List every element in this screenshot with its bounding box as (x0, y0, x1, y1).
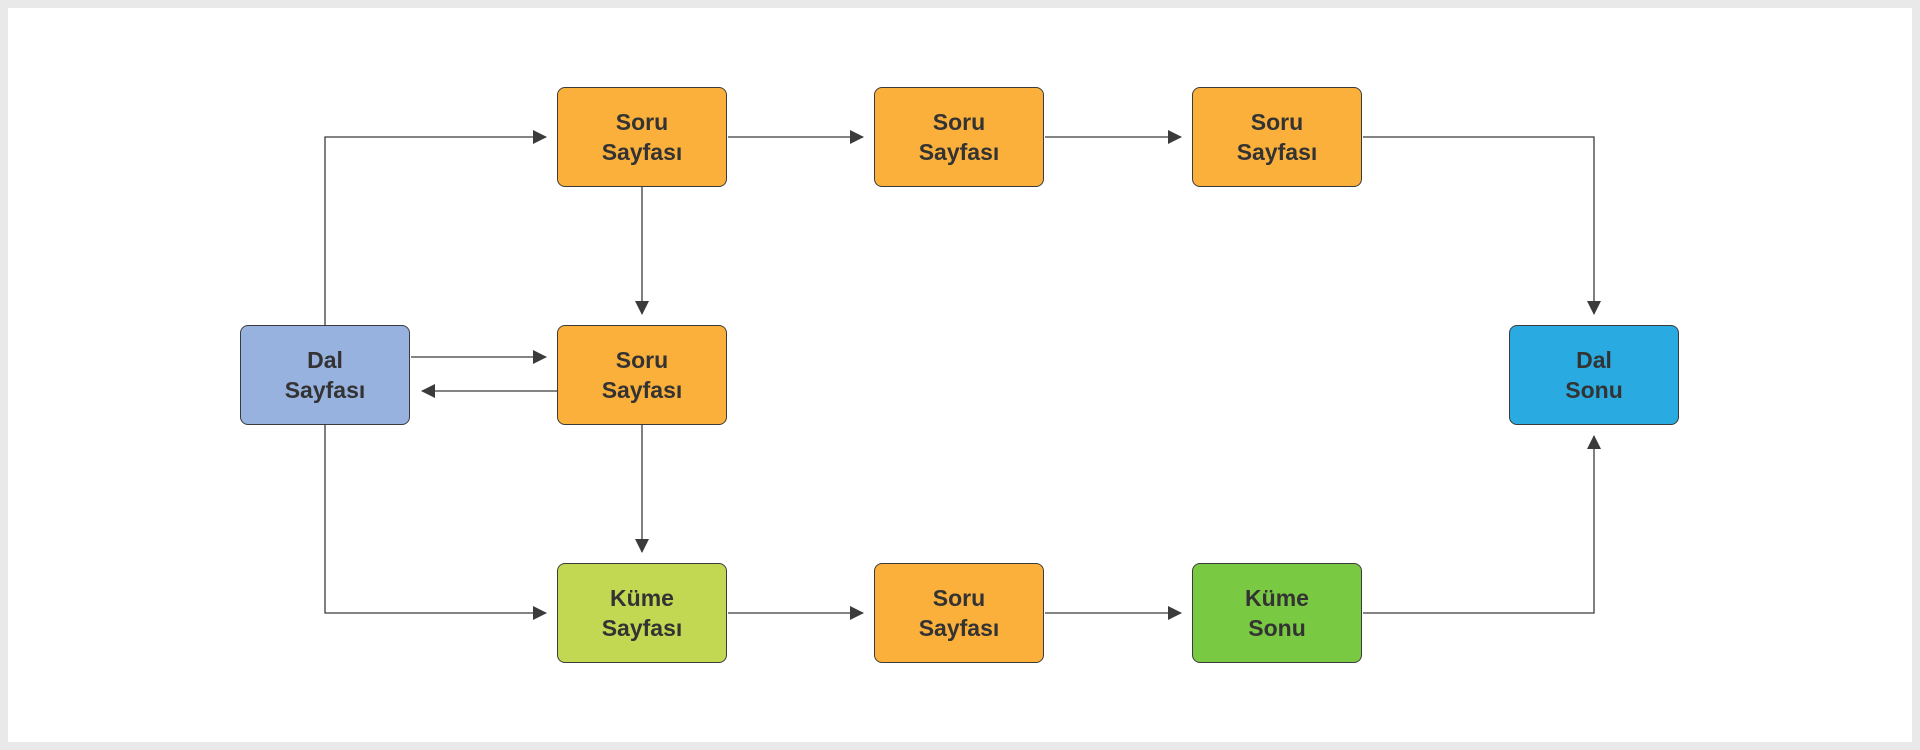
node-soru-3: Soru Sayfası (1192, 87, 1362, 187)
node-dal-sayfasi: Dal Sayfası (240, 325, 410, 425)
node-soru-bottom-line2: Sayfası (918, 615, 1000, 641)
node-dal-sonu-line2: Sonu (1565, 377, 1623, 403)
edge-dal-sayfasi-to-kume-sayfasi (324, 425, 547, 620)
edge-soru-3-to-dal-sonu (1363, 136, 1601, 315)
node-kume-sonu-line1: Küme (1245, 585, 1309, 611)
node-dal-sonu: Dal Sonu (1509, 325, 1679, 425)
node-kume-sayfasi: Küme Sayfası (557, 563, 727, 663)
node-soru-1-line2: Sayfası (601, 139, 683, 165)
node-soru-1: Soru Sayfası (557, 87, 727, 187)
node-soru-2-line1: Soru (932, 109, 986, 135)
node-soru-2-line2: Sayfası (918, 139, 1000, 165)
node-soru-bottom-line1: Soru (932, 585, 986, 611)
node-kume-sonu: Küme Sonu (1192, 563, 1362, 663)
node-soru-mid-line2: Sayfası (601, 377, 683, 403)
node-kume-sayfasi-line1: Küme (610, 585, 674, 611)
node-kume-sonu-line2: Sonu (1248, 615, 1306, 641)
node-dal-sonu-line1: Dal (1576, 347, 1612, 373)
node-soru-3-line1: Soru (1250, 109, 1304, 135)
node-soru-3-line2: Sayfası (1236, 139, 1318, 165)
edge-kume-sonu-to-dal-sonu (1363, 435, 1601, 614)
edge-dal-sayfasi-to-soru-1 (324, 130, 547, 325)
node-soru-1-line1: Soru (615, 109, 669, 135)
node-soru-bottom: Soru Sayfası (874, 563, 1044, 663)
node-dal-sayfasi-line2: Sayfası (284, 377, 366, 403)
node-soru-mid-line1: Soru (615, 347, 669, 373)
node-soru-mid: Soru Sayfası (557, 325, 727, 425)
node-kume-sayfasi-line2: Sayfası (601, 615, 683, 641)
node-soru-2: Soru Sayfası (874, 87, 1044, 187)
node-dal-sayfasi-line1: Dal (307, 347, 343, 373)
